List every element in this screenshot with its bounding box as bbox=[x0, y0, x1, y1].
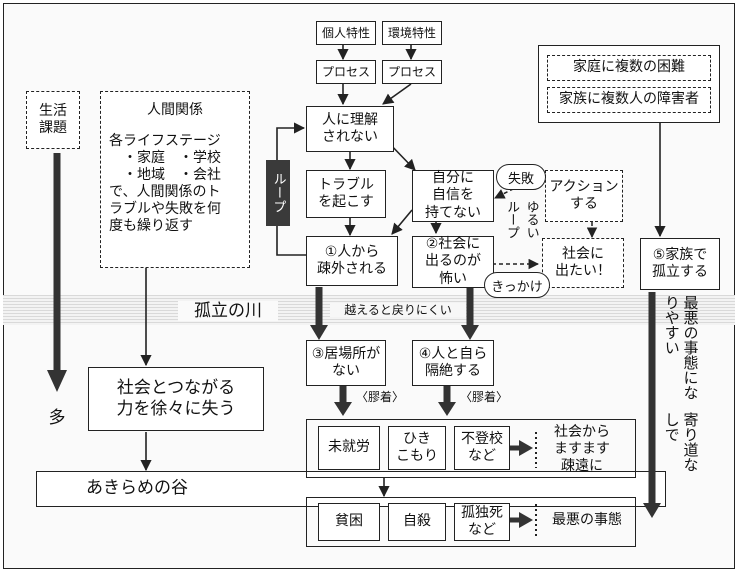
life-issues-box: 生活課題 bbox=[26, 91, 80, 149]
truancy-box: 不登校など bbox=[454, 426, 510, 470]
cut-off-box: ④人と自ら隔絶する bbox=[412, 340, 494, 386]
individual-traits-box: 個人特性 bbox=[316, 21, 376, 45]
stuck-label-left: 〈膠着〉 bbox=[355, 390, 404, 404]
lose-connection-box: 社会とつながる力を徐々に失う bbox=[88, 367, 264, 431]
environment-traits-box: 環境特性 bbox=[382, 21, 442, 45]
arrow-process2-understood bbox=[382, 83, 412, 105]
loop-label: ループ bbox=[266, 160, 290, 226]
family-isolated-box: ⑤家族で孤立する bbox=[640, 238, 720, 290]
lonely-death-box: 孤独死など bbox=[454, 503, 510, 541]
worst-risk-vertical-text: 寄り道なしで 最悪の事態になりやすい bbox=[662, 295, 700, 473]
hard-to-return-label: 越えると戻りにくい bbox=[330, 303, 466, 318]
hikikomori-box: ひきこもり bbox=[388, 426, 446, 470]
family-difficulties-box: 家庭に複数の困難 bbox=[547, 55, 711, 81]
estranged-label: 社会からますます疎遠に bbox=[554, 424, 610, 474]
want-out-box: 社会に出たい！ bbox=[542, 238, 624, 288]
trigger-label: きっかけ bbox=[484, 272, 550, 298]
alienated-box: ①人から疎外される bbox=[306, 236, 398, 286]
family-disabled-box: 家族に複数人の障害者 bbox=[547, 87, 711, 113]
family-outer-box: 家庭に複数の困難 家族に複数人の障害者 bbox=[538, 45, 720, 123]
no-confidence-box: 自分に自信を持てない bbox=[412, 170, 494, 222]
loose-loop-label: ゆるい ループ bbox=[504, 200, 539, 239]
afraid-box: ②社会に出るのが怖い bbox=[412, 236, 494, 288]
unemployed-box: 未就労 bbox=[318, 426, 380, 470]
stuck-label-right: 〈膠着〉 bbox=[459, 390, 508, 404]
isolation-river-label: 孤立の川 bbox=[178, 301, 278, 322]
action-box: アクションする bbox=[545, 170, 623, 222]
worst-row-container bbox=[306, 497, 636, 547]
failure-label: 失敗 bbox=[496, 164, 546, 190]
process-box-1: プロセス bbox=[316, 60, 376, 84]
relations-box: 人間関係 各ライフステージ ・家庭 ・学校 ・地域 ・会社 で、人間関係のト ラ… bbox=[100, 91, 250, 268]
not-understood-box: 人に理解されない bbox=[306, 106, 394, 152]
process-box-2: プロセス bbox=[382, 60, 442, 84]
worst-case-label: 最悪の事態 bbox=[552, 512, 622, 528]
giving-up-valley-label: あきらめの谷 bbox=[86, 478, 188, 498]
stuck-row-container bbox=[306, 419, 636, 478]
no-place-box: ③居場所がない bbox=[306, 340, 386, 386]
many-label: 多 bbox=[48, 408, 66, 428]
suicide-box: 自殺 bbox=[388, 503, 446, 541]
poverty-box: 貧困 bbox=[318, 503, 380, 541]
trouble-box: トラブルを起こす bbox=[306, 170, 386, 218]
arrow-confidence-alienated bbox=[391, 209, 413, 235]
